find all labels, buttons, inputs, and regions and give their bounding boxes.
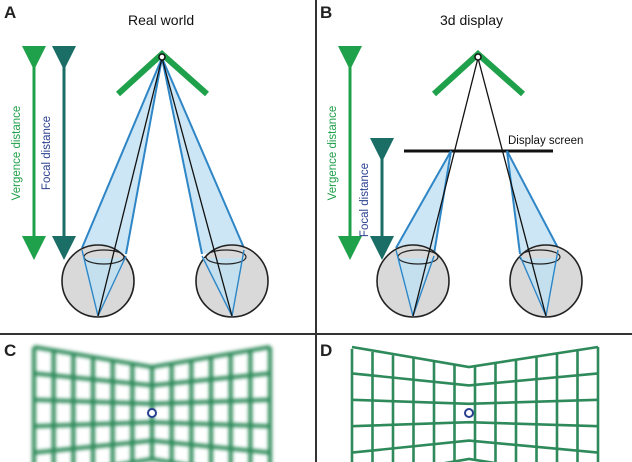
fixation-point-icon: [474, 53, 482, 61]
ray: [506, 150, 559, 249]
display-screen-label: Display screen: [508, 135, 583, 147]
grid-line-horizontal: [33, 397, 271, 406]
ray: [545, 249, 559, 317]
line-of-sight: [161, 57, 233, 317]
ray: [519, 255, 547, 317]
right-lens: [205, 249, 247, 265]
line-of-sight: [412, 57, 479, 317]
ray: [395, 249, 414, 317]
fixation-circle-icon: [464, 408, 474, 418]
focal-distance-label: Focal distance: [359, 163, 371, 237]
ray: [161, 57, 203, 255]
grid-line-horizontal: [33, 371, 271, 388]
grid-line-horizontal: [33, 438, 271, 455]
blurred-grid: [32, 345, 272, 462]
fixation-point-icon: [158, 53, 166, 61]
grid-line-horizontal: [351, 420, 599, 428]
grid-line-horizontal: [351, 398, 599, 406]
panel-a-title: Real world: [128, 12, 194, 28]
panel-d-letter: D: [320, 341, 332, 360]
ray: [161, 57, 245, 249]
grid-line-horizontal: [351, 345, 599, 369]
ray: [231, 249, 245, 317]
vergence-distance-label: Vergence distance: [11, 106, 23, 201]
ray: [81, 57, 163, 249]
ray: [81, 249, 99, 317]
line-of-sight: [97, 57, 163, 317]
panel-d: D: [320, 341, 600, 462]
ray: [412, 255, 435, 317]
ray: [97, 255, 127, 317]
left-eye-cone: [82, 258, 126, 316]
fixation-circle-icon: [147, 408, 157, 418]
panel-c: C: [4, 341, 272, 462]
grid-line-horizontal: [351, 372, 599, 387]
grid-line-horizontal: [351, 439, 599, 454]
ray: [506, 150, 521, 255]
panel-b-letter: B: [320, 3, 332, 22]
sharp-grid: [350, 345, 600, 462]
panel-a: A Real world Vergence distance Focal dis…: [4, 3, 269, 318]
vergence-distance-label: Vergence distance: [327, 106, 339, 201]
grid-line-horizontal: [33, 345, 271, 370]
ray: [395, 150, 452, 249]
ray: [125, 57, 163, 255]
line-of-sight: [477, 57, 547, 317]
panel-a-letter: A: [4, 3, 16, 22]
ray: [433, 150, 452, 255]
grid-line-horizontal: [122, 456, 182, 462]
grid-line-horizontal: [443, 457, 497, 462]
right-eye-cone: [202, 258, 244, 316]
panel-b: B 3d display Vergence distance Focal dis…: [320, 3, 583, 318]
panel-c-letter: C: [4, 341, 16, 360]
panel-b-title: 3d display: [440, 12, 503, 28]
focal-distance-label: Focal distance: [41, 116, 53, 190]
ray: [201, 255, 233, 317]
grid-line-horizontal: [33, 420, 271, 429]
